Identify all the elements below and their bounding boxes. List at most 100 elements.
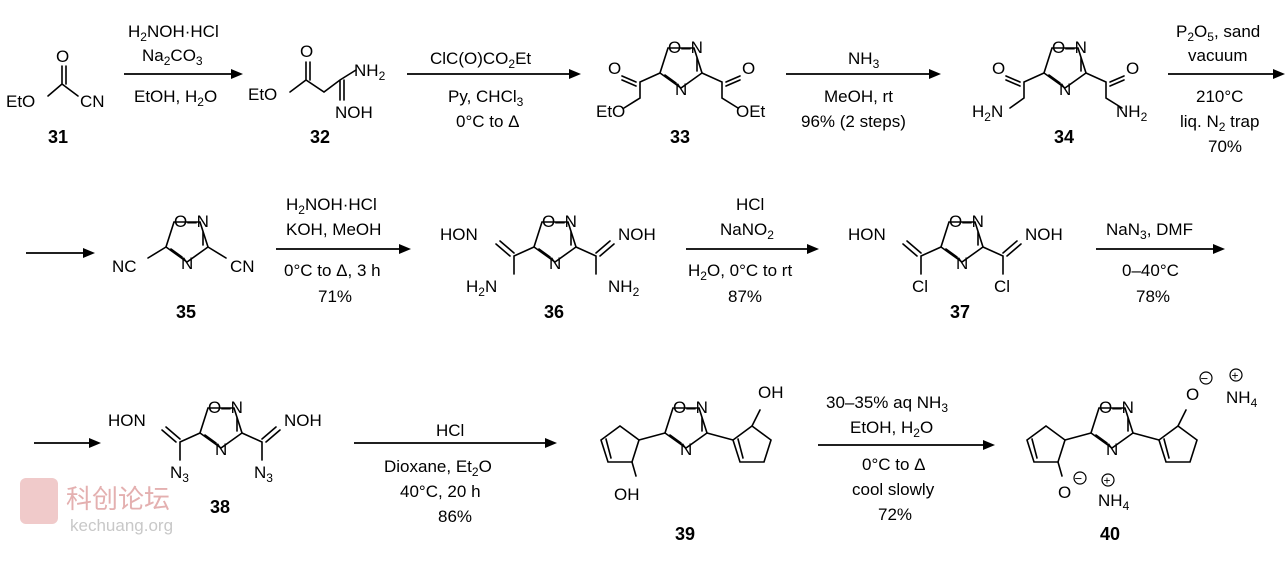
step2-solvent: Py, CHCl bbox=[448, 87, 517, 106]
step1-reagent2-a: Na bbox=[142, 46, 164, 65]
step2-reagent-a: ClC(O)CO bbox=[430, 49, 508, 68]
compound-number-32: 32 bbox=[310, 127, 330, 147]
step3-yield: 96% (2 steps) bbox=[801, 112, 906, 131]
svg-text:30–35% aq NH3: 30–35% aq NH3 bbox=[826, 393, 948, 415]
step6-yield: 87% bbox=[728, 287, 762, 306]
step9-solvent-b: O bbox=[920, 418, 933, 437]
step9-temperature: 0°C to Δ bbox=[862, 455, 926, 474]
svg-text:H2N: H2N bbox=[972, 102, 1003, 124]
step-8: HCl Dioxane, Et2O 40°C, 20 h 86% bbox=[354, 421, 557, 526]
svg-text:N: N bbox=[549, 254, 561, 273]
positive-charge: + bbox=[1232, 369, 1239, 383]
step8-solvent-a: Dioxane, Et bbox=[384, 457, 472, 476]
svg-text:NaN3, DMF: NaN3, DMF bbox=[1106, 220, 1193, 242]
watermark-url: kechuang.org bbox=[70, 516, 173, 535]
svg-text:O: O bbox=[1126, 59, 1139, 78]
step9-solvent-a: EtOH, H bbox=[850, 418, 913, 437]
compound-36-structure: O–N N HON NOH H2N NH2 36 bbox=[440, 212, 656, 322]
svg-text:O–N: O–N bbox=[668, 38, 703, 57]
svg-text:O–N: O–N bbox=[542, 212, 577, 231]
step5-yield: 71% bbox=[318, 287, 352, 306]
svg-text:O: O bbox=[1186, 385, 1199, 404]
step1-reagent1-b: NOH·HCl bbox=[147, 22, 219, 41]
step4-vacuum: vacuum bbox=[1188, 46, 1248, 65]
step-5: H2NOH·HCl KOH, MeOH 0°C to Δ, 3 h 71% bbox=[276, 195, 411, 306]
svg-text:H2NOH·HCl: H2NOH·HCl bbox=[286, 195, 377, 217]
step6-conditions-b: O, 0°C to rt bbox=[707, 261, 792, 280]
svg-text:O: O bbox=[1058, 483, 1071, 502]
svg-text:Dioxane, Et2O: Dioxane, Et2O bbox=[384, 457, 492, 479]
step8-reagent: HCl bbox=[436, 421, 464, 440]
svg-text:EtO: EtO bbox=[248, 85, 277, 104]
svg-text:HON: HON bbox=[108, 411, 146, 430]
watermark-text: 科创论坛 bbox=[66, 485, 170, 515]
step-2: ClC(O)CO2Et Py, CHCl3 0°C to Δ bbox=[407, 49, 581, 131]
svg-text:NC: NC bbox=[112, 257, 137, 276]
step5-reagent2: KOH, MeOH bbox=[286, 220, 381, 239]
step4-reagent-b: , sand bbox=[1214, 22, 1260, 41]
step2-reagent-b: Et bbox=[515, 49, 531, 68]
svg-text:Na2CO3: Na2CO3 bbox=[142, 46, 203, 68]
compound-number-39: 39 bbox=[675, 524, 695, 544]
svg-text:O–N: O–N bbox=[949, 212, 984, 231]
step-4: P2O5, sand vacuum 210°C liq. N2 trap 70% bbox=[1168, 22, 1285, 156]
svg-text:CN: CN bbox=[230, 257, 255, 276]
svg-text:EtOH, H2O: EtOH, H2O bbox=[850, 418, 933, 440]
svg-text:N: N bbox=[956, 254, 968, 273]
svg-text:O: O bbox=[742, 59, 755, 78]
step9-reagent-a: 30–35% aq NH bbox=[826, 393, 941, 412]
step9-yield: 72% bbox=[878, 505, 912, 524]
ammonium-label: NH4 bbox=[1226, 388, 1258, 410]
nitrile-label: CN bbox=[80, 92, 105, 111]
step3-solvent: MeOH, rt bbox=[824, 87, 893, 106]
compound-38-structure: O–N N HON NOH N3 N3 38 bbox=[108, 398, 322, 517]
step1-solvent-b: O bbox=[204, 87, 217, 106]
compound-number-35: 35 bbox=[176, 302, 196, 322]
svg-text:OEt: OEt bbox=[736, 102, 766, 121]
ammonium-label: NH4 bbox=[1098, 491, 1130, 513]
step8-yield: 86% bbox=[438, 507, 472, 526]
svg-text:O–N: O–N bbox=[673, 398, 708, 417]
compound-39-structure: O–N N OH OH 39 bbox=[600, 383, 784, 544]
step-7-continuation bbox=[34, 438, 101, 448]
compound-number-40: 40 bbox=[1100, 524, 1120, 544]
svg-text:H2O, 0°C to rt: H2O, 0°C to rt bbox=[688, 261, 792, 283]
svg-text:N: N bbox=[1059, 80, 1071, 99]
negative-charge: − bbox=[1075, 471, 1083, 486]
step6-conditions-a: H bbox=[688, 261, 700, 280]
svg-text:N: N bbox=[181, 254, 193, 273]
watermark-logo-icon bbox=[20, 478, 58, 524]
svg-text:HON: HON bbox=[848, 225, 886, 244]
svg-text:N: N bbox=[215, 440, 227, 459]
svg-text:NOH: NOH bbox=[284, 411, 322, 430]
svg-text:Py, CHCl3: Py, CHCl3 bbox=[448, 87, 524, 109]
step7-reagent-a: NaN bbox=[1106, 220, 1140, 239]
step4-yield: 70% bbox=[1208, 137, 1242, 156]
compound-number-38: 38 bbox=[210, 497, 230, 517]
compound-33-structure: O–N N O O EtO OEt 33 bbox=[596, 38, 766, 147]
step3-reagent: NH bbox=[848, 49, 873, 68]
compound-32-structure: EtO O NH2 NOH 32 bbox=[248, 42, 386, 147]
positive-charge: + bbox=[1104, 474, 1111, 488]
svg-text:liq. N2 trap: liq. N2 trap bbox=[1180, 112, 1259, 134]
svg-text:O: O bbox=[300, 42, 313, 61]
step2-temperature: 0°C to Δ bbox=[456, 112, 520, 131]
compound-number-37: 37 bbox=[950, 302, 970, 322]
compound-31-structure: EtO O CN 31 bbox=[6, 47, 105, 147]
step-6: HCl NaNO2 H2O, 0°C to rt 87% bbox=[686, 195, 819, 306]
watermark: 科创论坛 kechuang.org bbox=[20, 478, 173, 535]
step7-temperature: 0–40°C bbox=[1122, 261, 1179, 280]
step9-cooling: cool slowly bbox=[852, 480, 935, 499]
svg-text:NOH: NOH bbox=[335, 103, 373, 122]
step-7: NaN3, DMF 0–40°C 78% bbox=[1096, 220, 1225, 306]
svg-text:Cl: Cl bbox=[994, 277, 1010, 296]
svg-text:H2NOH·HCl: H2NOH·HCl bbox=[128, 22, 219, 44]
step6-reagent1: HCl bbox=[736, 195, 764, 214]
step5-conditions: 0°C to Δ, 3 h bbox=[284, 261, 381, 280]
step4-trap-b: trap bbox=[1225, 112, 1259, 131]
svg-text:NH2: NH2 bbox=[1116, 102, 1148, 124]
step7-reagent-b: , DMF bbox=[1147, 220, 1193, 239]
compound-number-33: 33 bbox=[670, 127, 690, 147]
compound-37-structure: O–N N HON NOH Cl Cl 37 bbox=[848, 212, 1063, 322]
